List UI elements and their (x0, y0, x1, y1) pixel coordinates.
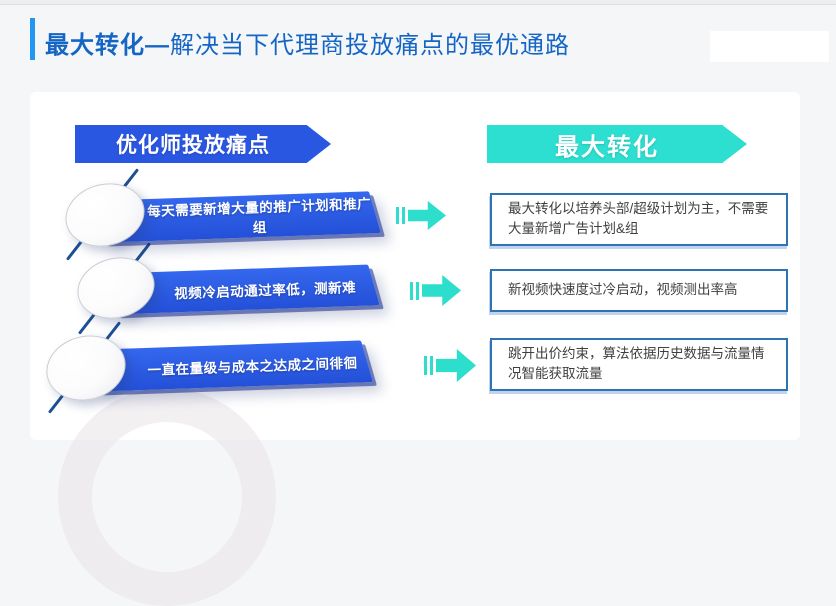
solution-box-3: 跳开出价约束，算法依据历史数据与流量情况智能获取流量 (490, 338, 788, 391)
solution-box-3-text: 跳开出价约束，算法依据历史数据与流量情况智能获取流量 (508, 346, 765, 382)
arrow-stripe (424, 356, 427, 375)
page-title-rest: 解决当下代理商投放痛点的最优通路 (170, 32, 570, 59)
solution-box-2: 新视频快速度过冷启动，视频测出率高 (490, 269, 788, 312)
arrow-stripe (396, 207, 399, 224)
arrow-right-icon (424, 349, 476, 382)
arrow-head (422, 275, 461, 306)
arrow-right-icon (396, 201, 446, 230)
page-title-bold: 最大转化— (45, 32, 170, 59)
solution-box-2-text: 新视频快速度过冷启动，视频测出率高 (508, 282, 738, 298)
arrow-stripe (402, 207, 405, 224)
solution-box-1-text: 最大转化以培养头部/超级计划为主，不需要大量新增广告计划&组 (508, 201, 769, 237)
header-pain-points-label: 优化师投放痛点 (116, 134, 270, 157)
arrow-head (436, 349, 476, 382)
watermark-arc (58, 388, 276, 606)
header-max-conversion: 最大转化 (487, 125, 747, 163)
title-accent-bar (30, 18, 35, 60)
arrow-stripe (410, 281, 413, 300)
header-max-conversion-label: 最大转化 (555, 133, 659, 161)
header-pain-points: 优化师投放痛点 (75, 125, 331, 163)
top-right-blank-box (710, 31, 829, 62)
arrow-stripe (430, 356, 433, 375)
arrow-right-icon (410, 275, 461, 306)
pain-banner-3-label: 一直在量级与成本之达成之间徘徊 (147, 355, 358, 378)
arrow-head (408, 201, 446, 230)
page-title: 最大转化—解决当下代理商投放痛点的最优通路 (45, 25, 570, 60)
arrow-stripe (416, 281, 419, 300)
top-strip (0, 0, 836, 5)
solution-box-1: 最大转化以培养头部/超级计划为主，不需要大量新增广告计划&组 (490, 193, 788, 246)
